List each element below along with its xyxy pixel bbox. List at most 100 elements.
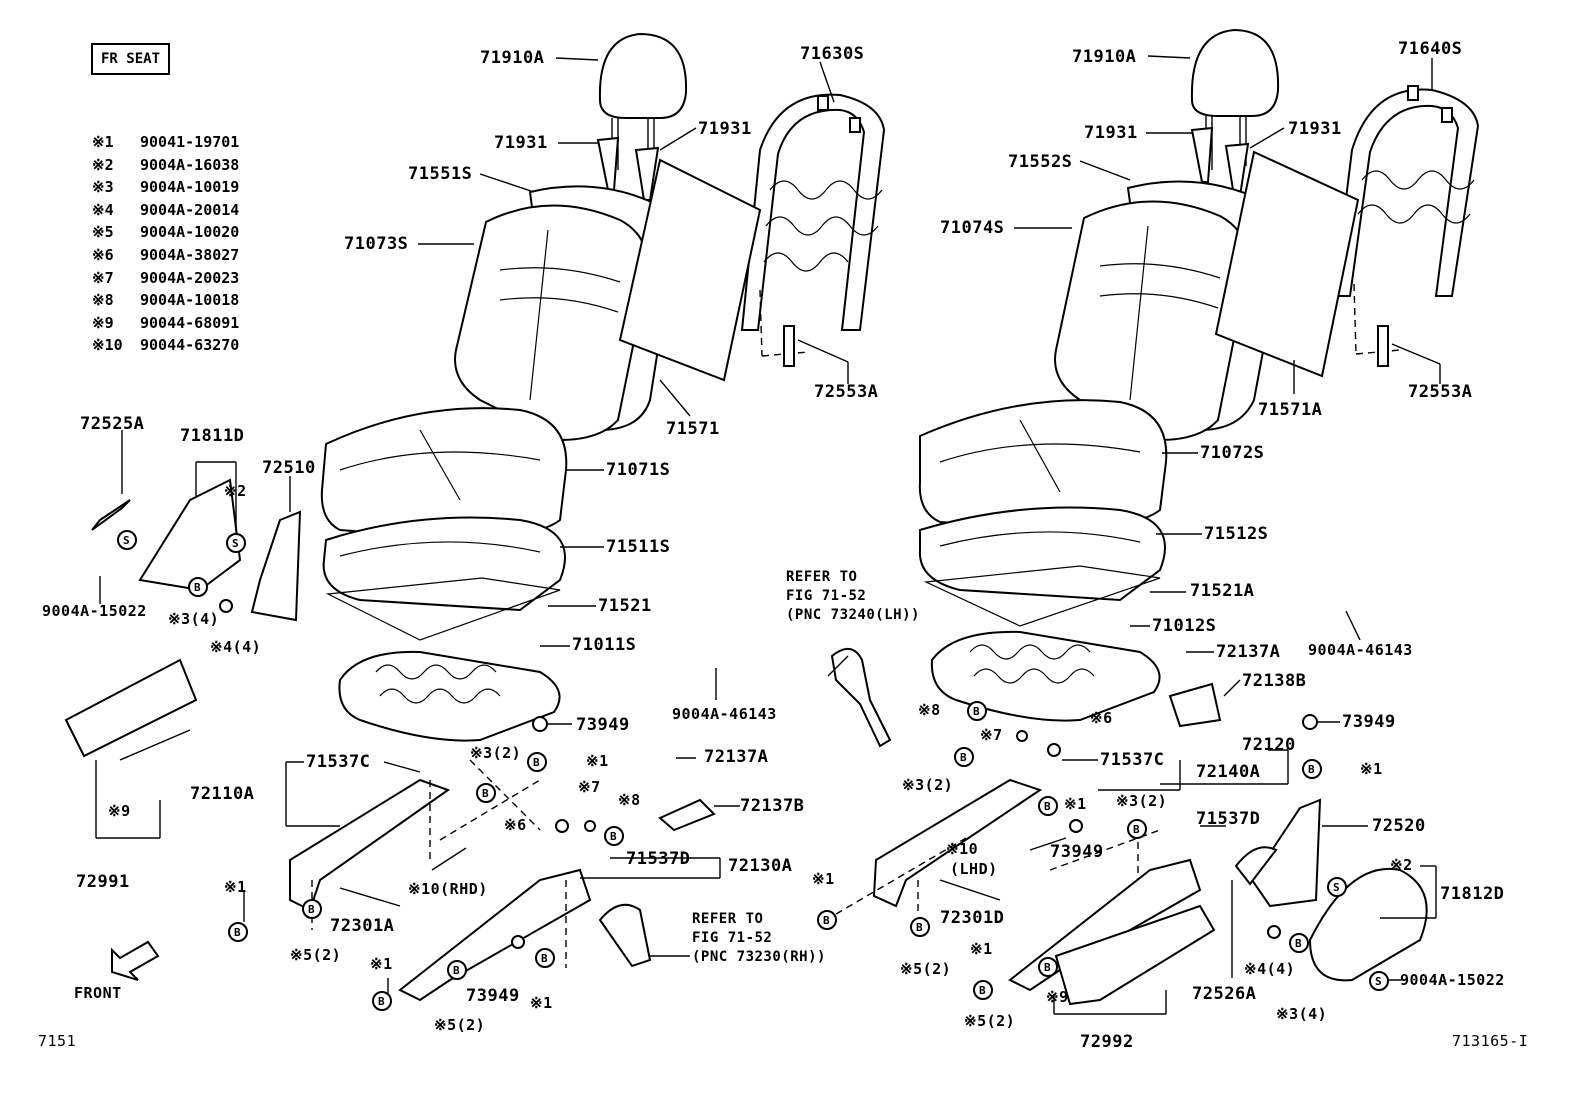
svg-text:B: B: [234, 926, 241, 939]
section-title-box: FR SEAT: [91, 43, 171, 75]
fastener-mark: ※5(2): [900, 960, 952, 978]
fastener-mark: ※3(2): [1116, 792, 1168, 810]
fastener-mark: ※7: [578, 778, 601, 796]
fastener-mark: ※2: [224, 482, 247, 500]
part-label: 72130A: [728, 856, 793, 876]
part-label: 72992: [1080, 1032, 1134, 1052]
part-label: 72525A: [80, 414, 145, 434]
part-label: 9004A-15022: [1400, 971, 1505, 989]
part-label: 71071S: [606, 460, 671, 480]
fastener-mark: ※5(2): [290, 946, 342, 964]
refer-note-lh: REFER TO FIG 71-52 (PNC 73240(LH)): [786, 569, 920, 623]
fastener-mark: ※1: [1360, 760, 1383, 778]
left-back-frame: [740, 93, 886, 331]
part-label: 72138B: [1242, 671, 1307, 691]
fastener-mark: ※3(4): [1276, 1005, 1328, 1023]
svg-text:B: B: [823, 914, 830, 927]
part-label: 72553A: [1408, 382, 1473, 402]
part-label: 9004A-15022: [42, 602, 147, 620]
front-label: FRONT: [74, 984, 122, 1002]
svg-text:B: B: [541, 952, 548, 965]
part-label: 72137B: [740, 796, 805, 816]
svg-text:B: B: [1295, 937, 1302, 950]
left-seat-frame: [338, 650, 561, 742]
svg-text:B: B: [1133, 823, 1140, 836]
right-recliner-parts: [830, 648, 1428, 1006]
svg-text:B: B: [916, 921, 923, 934]
part-label: 71511S: [606, 537, 671, 557]
svg-text:B: B: [1044, 800, 1051, 813]
part-label: 71537D: [1196, 809, 1261, 829]
part-label: 71012S: [1152, 616, 1217, 636]
part-label: 71812D: [1440, 884, 1505, 904]
right-headrest: [1190, 28, 1280, 197]
left-recliner-parts: [64, 478, 716, 968]
fastener-mark: ※8: [618, 791, 641, 809]
part-label: 71910A: [480, 48, 545, 68]
fastener-mark: ※3(2): [470, 744, 522, 762]
part-label: 72110A: [190, 784, 255, 804]
left-back-board: [618, 158, 762, 382]
svg-text:B: B: [610, 830, 617, 843]
part-label: 72991: [76, 872, 130, 892]
part-label: 71521: [598, 596, 652, 616]
part-label: 71931: [698, 119, 752, 139]
svg-text:B: B: [378, 995, 385, 1008]
fastener-mark: ※1: [530, 994, 553, 1012]
svg-text:B: B: [960, 751, 967, 764]
front-arrow: [111, 940, 160, 981]
part-label: 72301D: [940, 908, 1005, 928]
part-label: 73949: [1342, 712, 1396, 732]
part-label: 72526A: [1192, 984, 1257, 1004]
part-label: 72120: [1242, 735, 1296, 755]
part-label: 71537C: [306, 752, 371, 772]
fastener-symbols: S S B B B B B B B B B B B B B B B B B B …: [117, 530, 1389, 1011]
part-label: 71073S: [344, 234, 409, 254]
svg-text:B: B: [1308, 763, 1315, 776]
part-label: 71931: [1084, 123, 1138, 143]
part-label: 71931: [1288, 119, 1342, 139]
svg-text:S: S: [232, 537, 239, 550]
part-label: 71011S: [572, 635, 637, 655]
svg-text:B: B: [482, 787, 489, 800]
part-label: 71640S: [1398, 39, 1463, 59]
svg-text:S: S: [1333, 881, 1340, 894]
right-seat-frame: [930, 630, 1161, 722]
part-label: 73949: [576, 715, 630, 735]
fastener-mark: ※1: [812, 870, 835, 888]
part-label: 72137A: [704, 747, 769, 767]
svg-text:B: B: [308, 903, 315, 916]
part-label: 72137A: [1216, 642, 1281, 662]
part-label: 71630S: [800, 44, 865, 64]
fastener-mark: ※7: [980, 726, 1003, 744]
fastener-mark: ※6: [504, 816, 527, 834]
svg-text:S: S: [1375, 975, 1382, 988]
part-label: 71552S: [1008, 152, 1073, 172]
left-seat-cushion: [320, 407, 568, 641]
fastener-mark: ※1: [586, 752, 609, 770]
part-label: 72510: [262, 458, 316, 478]
part-label: 71811D: [180, 426, 245, 446]
fastener-mark: ※1: [224, 878, 247, 896]
part-label: 72520: [1372, 816, 1426, 836]
svg-text:B: B: [533, 756, 540, 769]
fastener-mark: ※3(4): [168, 610, 220, 628]
fastener-mark: ※1: [370, 955, 393, 973]
part-label: 73949: [1050, 842, 1104, 862]
fastener-mark: ※1: [1064, 795, 1087, 813]
part-label: 9004A-46143: [672, 705, 777, 723]
svg-text:B: B: [1044, 961, 1051, 974]
svg-text:B: B: [973, 705, 980, 718]
part-label: 73949: [466, 986, 520, 1006]
part-label: 71537C: [1100, 750, 1165, 770]
right-back-frame: [1332, 85, 1480, 297]
fastener-mark: ※6: [1090, 709, 1113, 727]
